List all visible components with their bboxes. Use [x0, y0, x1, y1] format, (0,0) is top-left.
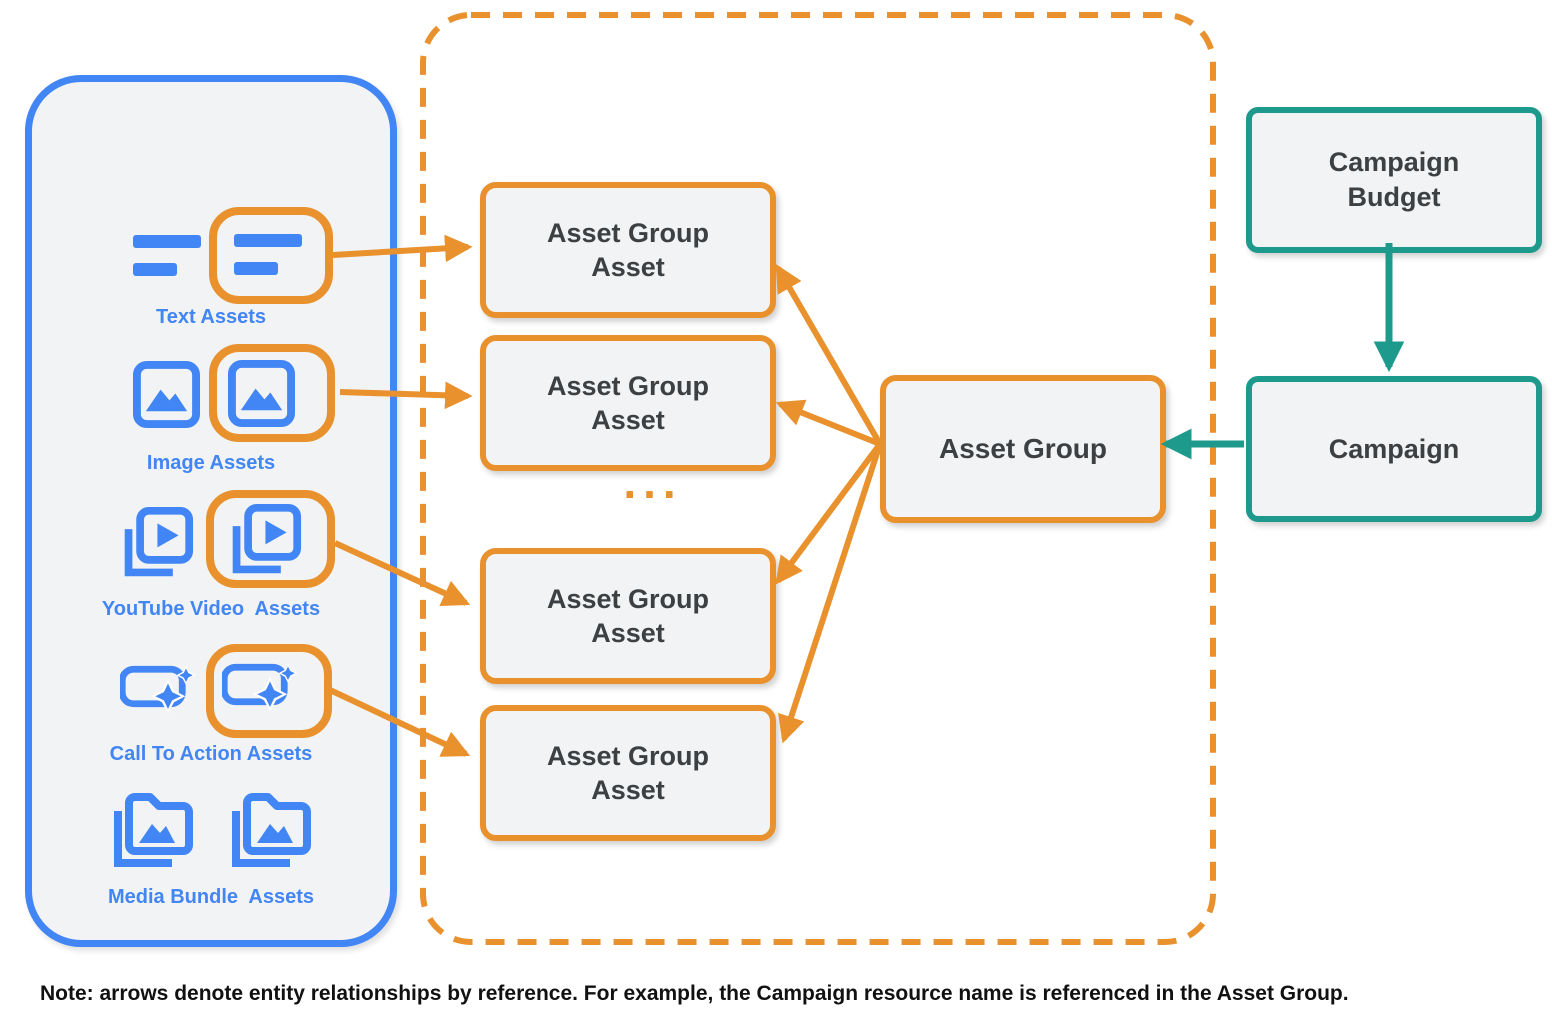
image-asset-icon — [133, 361, 200, 428]
youtube-video-assets-caption: YouTube Video Assets — [101, 598, 321, 620]
call-to-action-assets-caption: Call To Action Assets — [109, 743, 313, 765]
text-asset-highlight-ring — [209, 207, 333, 304]
asset-group-asset-label: Asset Group Asset — [546, 584, 710, 648]
asset-group-box: Asset Group — [880, 375, 1166, 523]
campaign-label: Campaign — [1328, 433, 1460, 464]
call-to-action-asset-icon-highlighted — [222, 658, 300, 711]
youtube-video-asset-highlight-ring — [206, 490, 335, 588]
youtube-video-asset-icon-highlighted — [225, 503, 302, 580]
campaign-box: Campaign — [1246, 376, 1542, 522]
asset-group-asset-label: Asset Group Asset — [546, 741, 710, 805]
asset-group-label: Asset Group — [938, 433, 1108, 464]
asset-group-asset-label: Asset Group Asset — [546, 371, 710, 435]
campaign-budget-box: Campaign Budget — [1246, 107, 1542, 253]
call-to-action-asset-highlight-ring — [206, 644, 332, 738]
asset-group-asset-box-3: Asset Group Asset — [480, 548, 776, 684]
media-bundle-assets-caption: Media Bundle Assets — [108, 886, 314, 908]
call-to-action-asset-icon — [120, 660, 198, 713]
text-asset-icon-highlighted — [229, 232, 307, 280]
media-bundle-asset-icon — [108, 783, 196, 871]
page-note: Note: arrows denote entity relationships… — [40, 982, 1349, 1005]
media-bundle-asset-icon-2 — [226, 783, 314, 871]
image-assets-caption: Image Assets — [146, 452, 276, 474]
text-asset-icon — [133, 233, 201, 281]
campaign-budget-label: Campaign Budget — [1328, 147, 1460, 212]
asset-group-asset-box-4: Asset Group Asset — [480, 705, 776, 841]
youtube-video-asset-icon — [117, 506, 194, 583]
asset-group-asset-box-2: Asset Group Asset — [480, 335, 776, 471]
image-asset-highlight-ring — [209, 344, 335, 442]
text-assets-caption: Text Assets — [155, 306, 267, 328]
asset-group-asset-label: Asset Group Asset — [546, 218, 710, 282]
asset-group-asset-box-1: Asset Group Asset — [480, 182, 776, 318]
image-asset-icon-highlighted — [228, 360, 295, 427]
more-asset-group-assets-ellipsis: ... — [623, 456, 683, 508]
